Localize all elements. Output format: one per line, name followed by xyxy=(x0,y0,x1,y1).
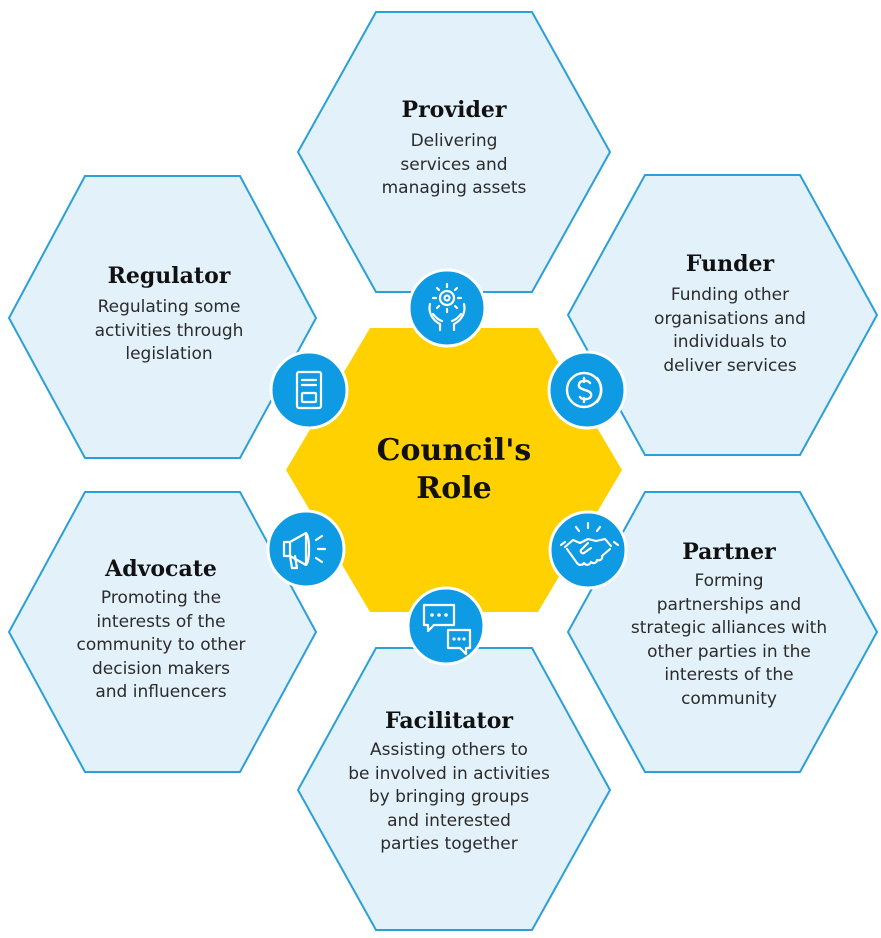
partner-title: Partner xyxy=(682,539,776,565)
provider-description: Delivering services and managing assets xyxy=(381,131,527,198)
facilitator-block: Facilitator Assisting others to be invol… xyxy=(314,707,584,857)
funder-block: Funder Funding other organisations and i… xyxy=(610,250,850,378)
facilitator-hexagon xyxy=(296,647,612,931)
center-label-block: Council's Role xyxy=(346,432,562,508)
advocate-hexagon xyxy=(7,491,318,773)
regulator-block: Regulator Regulating some activities thr… xyxy=(54,262,284,367)
advocate-block: Advocate Promoting the interests of the … xyxy=(46,555,276,705)
center-title: Council's Role xyxy=(376,433,532,506)
facilitator-title: Facilitator xyxy=(385,708,513,734)
document-icon xyxy=(269,350,349,430)
partner-hexagon xyxy=(566,491,879,773)
dollar-coin-icon xyxy=(547,350,627,430)
advocate-title: Advocate xyxy=(105,556,217,582)
partner-block: Partner Forming partnerships and strateg… xyxy=(598,538,860,711)
funder-hexagon xyxy=(566,174,879,456)
megaphone-icon xyxy=(266,509,346,589)
partner-description: Forming partnerships and strategic allia… xyxy=(630,571,828,709)
regulator-description: Regulating some activities through legis… xyxy=(94,297,244,364)
provider-title: Provider xyxy=(401,97,507,123)
handshake-icon xyxy=(548,510,628,590)
funder-description: Funding other organisations and individu… xyxy=(654,285,806,376)
regulator-title: Regulator xyxy=(107,263,231,289)
regulator-hexagon xyxy=(7,175,318,459)
provider-hexagon xyxy=(296,11,612,293)
gear-hands-icon xyxy=(407,268,487,348)
provider-block: Provider Delivering services and managin… xyxy=(334,96,574,201)
facilitator-description: Assisting others to be involved in activ… xyxy=(348,740,550,854)
center-hexagon xyxy=(286,328,622,612)
funder-title: Funder xyxy=(685,251,775,277)
advocate-description: Promoting the interests of the community… xyxy=(76,588,246,702)
chat-bubbles-icon xyxy=(406,586,486,666)
